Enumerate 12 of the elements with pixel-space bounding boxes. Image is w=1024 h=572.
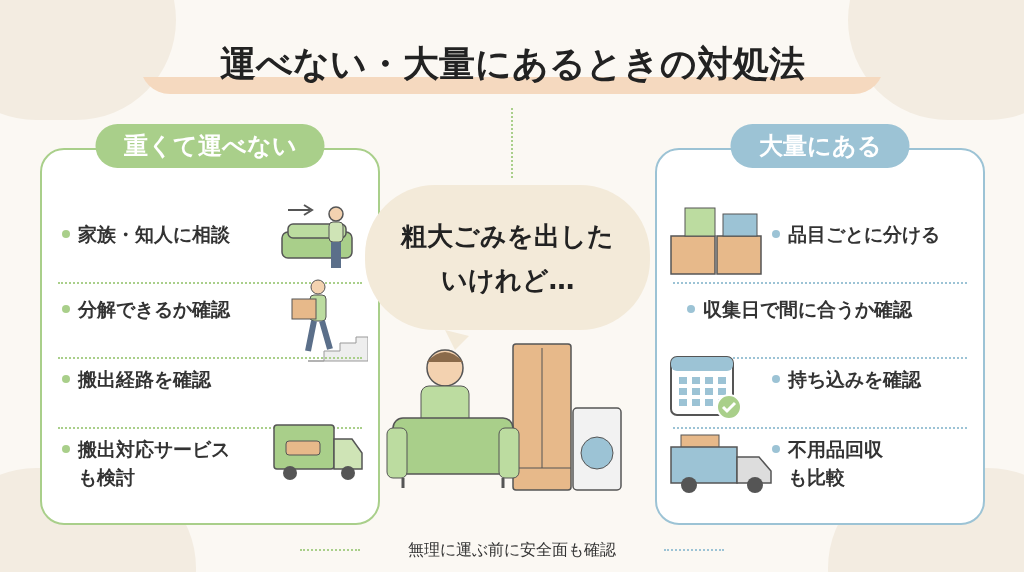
list-item-text: 収集日で間に合うか確認 <box>703 297 914 322</box>
list-item-text: 不用品回収も比較 <box>788 437 884 490</box>
panel-heading: 重くて運べない <box>95 124 325 168</box>
list-item-text: 品目ごとに分ける <box>788 222 941 247</box>
bubble-text: 粗大ごみを出したいけれど… <box>400 219 615 297</box>
list-item-text: 分解できるか確認 <box>78 297 232 322</box>
list-item-text: 家族・知人に相談 <box>78 222 231 247</box>
note-text: 無理に運ぶ前に安全面も確認 <box>408 539 616 561</box>
list-item-text: 搬出対応サービスも検討 <box>78 437 231 490</box>
list-item-text: 持ち込みを確認 <box>788 367 923 392</box>
panel-heading: 大量にある <box>730 124 910 168</box>
list-item-text: 搬出経路を確認 <box>78 367 213 392</box>
